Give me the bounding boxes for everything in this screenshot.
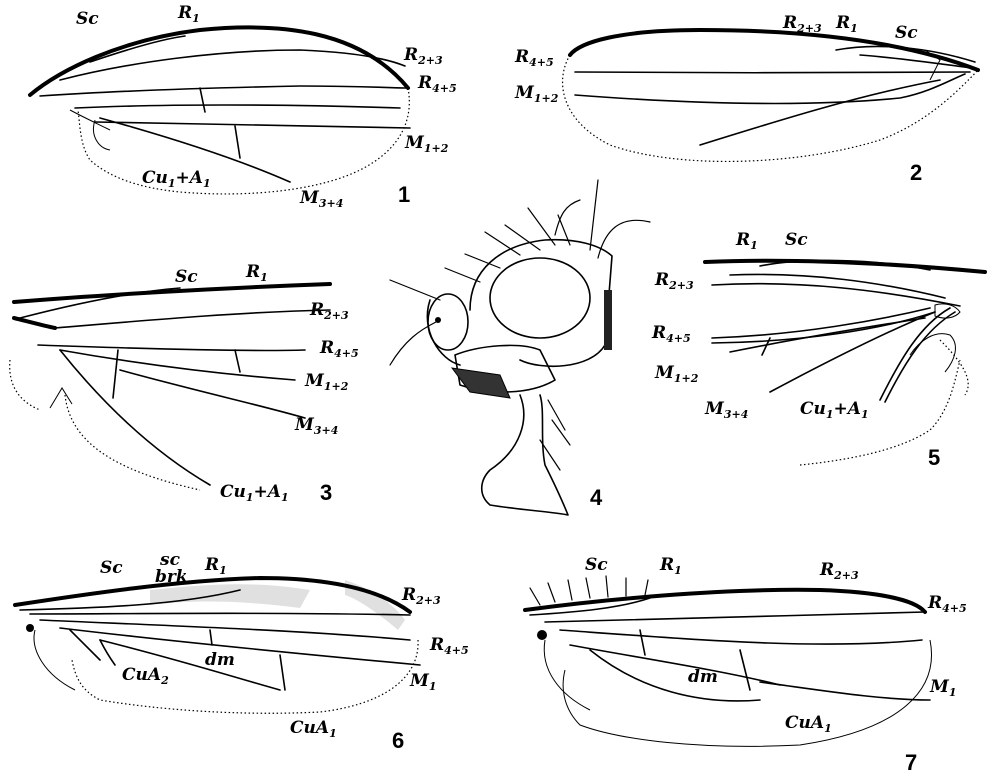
fig6-label-cua2: CuA2 xyxy=(122,665,169,687)
fig7-label-sc: Sc xyxy=(585,555,608,575)
fig6-label-r23: R2+3 xyxy=(401,585,441,607)
fig2-label-sc: Sc xyxy=(895,23,918,43)
figure-6-number: 6 xyxy=(392,728,404,753)
fig1-label-m34: M3+4 xyxy=(299,188,343,210)
fig3-label-m34: M3+4 xyxy=(294,415,338,437)
figure-5-wing xyxy=(705,260,985,465)
fig1-label-r23: R2+3 xyxy=(403,45,443,67)
fig3-label-r23: R2+3 xyxy=(309,300,349,322)
fig7-label-r45: R4+5 xyxy=(927,593,967,615)
fig6-label-r1: R1 xyxy=(204,555,227,577)
fig1-label-r45: R4+5 xyxy=(417,73,457,95)
fig6-label-sc: Sc xyxy=(100,558,123,578)
fig5-label-m34: M3+4 xyxy=(704,399,748,421)
fig7-label-dm: dm xyxy=(688,667,718,687)
figure-5-number: 5 xyxy=(928,445,940,470)
fig3-label-r45: R4+5 xyxy=(319,338,359,360)
fig5-label-m12: M1+2 xyxy=(654,363,699,385)
fig6-label-dm: dm xyxy=(205,650,235,670)
fig7-label-m1: M1 xyxy=(929,677,956,699)
figure-4-head xyxy=(390,180,650,515)
fig2-label-r45: R4+5 xyxy=(514,47,554,69)
fig5-label-cu1a1: Cu1+A1 xyxy=(800,399,869,421)
figure-2-number: 2 xyxy=(910,160,922,185)
figure-3-number: 3 xyxy=(320,480,332,505)
fig3-label-r1: R1 xyxy=(245,262,268,284)
fig6-label-cua1: CuA1 xyxy=(290,718,337,740)
fig2-label-r23: R2+3 xyxy=(782,13,822,35)
figure-2-wing xyxy=(563,30,978,161)
figure-7-number: 7 xyxy=(905,750,917,775)
figure-1-number: 1 xyxy=(398,182,410,207)
fig1-label-m12: M1+2 xyxy=(404,133,449,155)
fig5-label-r45: R4+5 xyxy=(651,323,691,345)
fig6-label-r45: R4+5 xyxy=(429,635,469,657)
fig6-label-m1: M1 xyxy=(409,671,436,693)
figure-7-wing xyxy=(525,576,931,746)
fig7-label-r1: R1 xyxy=(659,555,682,577)
fig1-label-r1: R1 xyxy=(177,3,200,25)
figure-3-wing xyxy=(10,284,330,490)
figure-1-wing xyxy=(30,27,410,194)
fig3-label-m12: M1+2 xyxy=(304,371,349,393)
fig3-label-sc: Sc xyxy=(175,267,198,287)
fig5-label-sc: Sc xyxy=(785,230,808,250)
fig1-label-sc: Sc xyxy=(76,9,99,29)
figure-4-number: 4 xyxy=(590,485,603,510)
fig5-label-r23: R2+3 xyxy=(654,270,694,292)
fig2-label-m12: M1+2 xyxy=(514,83,559,105)
fig7-label-r23: R2+3 xyxy=(819,560,859,582)
fig5-label-r1: R1 xyxy=(735,230,758,252)
fig1-label-cu1a1: Cu1+A1 xyxy=(142,168,211,190)
fig2-label-r1: R1 xyxy=(835,13,858,35)
fig6-label-brk: brk xyxy=(155,567,188,587)
figure-6-wing xyxy=(15,578,420,713)
fig3-label-cu1a1: Cu1+A1 xyxy=(220,482,289,504)
fig7-label-cua1: CuA1 xyxy=(785,713,832,735)
